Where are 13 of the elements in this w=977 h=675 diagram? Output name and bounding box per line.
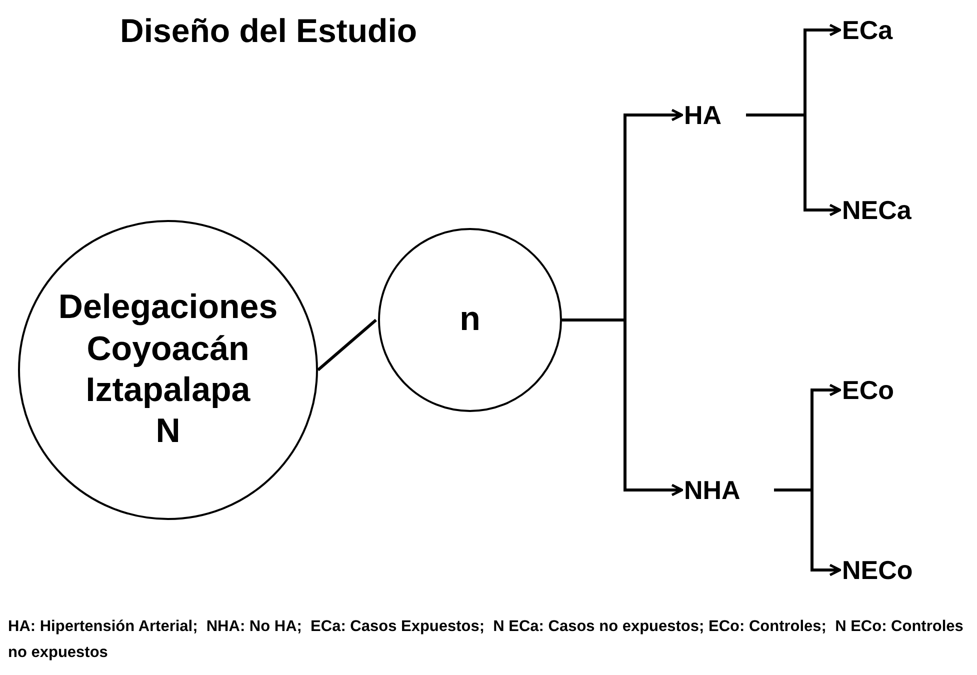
connector-line bbox=[317, 318, 377, 372]
node-label: NECa bbox=[842, 192, 924, 228]
node-text: N bbox=[156, 411, 180, 452]
caption: HA: Hipertensión Arterial; NHA: No HA; ECa: Casos Expuestos; N ECa: Casos no expuestos; ECo: Controles; N ECo: Controles no expuestos bbox=[8, 617, 964, 663]
node-text: Delegaciones Coyoacán Iztapalapa bbox=[57, 287, 279, 411]
node-text: n bbox=[460, 299, 480, 340]
node-label: ECo bbox=[842, 372, 904, 408]
node-label: HA bbox=[684, 97, 736, 133]
title: Diseño del Estudio bbox=[120, 12, 418, 50]
node-label: NHA bbox=[684, 472, 764, 508]
node-label: ECa bbox=[842, 12, 904, 48]
node-label: NECo bbox=[842, 552, 928, 588]
arrow bbox=[774, 488, 842, 576]
